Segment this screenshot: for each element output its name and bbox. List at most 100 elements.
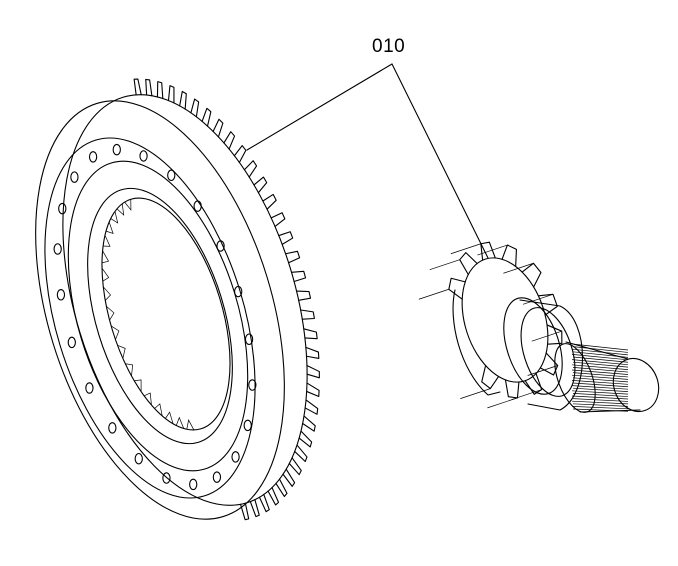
pinion-tooth bbox=[539, 352, 559, 376]
shaft-spline-line bbox=[572, 403, 629, 407]
shaft-spline-line bbox=[571, 354, 629, 361]
bore-spline bbox=[134, 379, 142, 392]
pinion-tooth-flank bbox=[418, 288, 449, 300]
ring-gear-tooth bbox=[179, 90, 187, 110]
shaft-spline-line bbox=[572, 377, 629, 383]
shaft-spline-line bbox=[572, 408, 629, 412]
ring-gear-tooth bbox=[253, 176, 268, 194]
bolt-hole bbox=[88, 151, 98, 163]
pinion-head-side bbox=[452, 289, 501, 396]
ring-gear-tooth bbox=[275, 478, 288, 498]
shaft-spline-line bbox=[571, 400, 629, 405]
shaft-spline-line bbox=[571, 380, 629, 385]
pinion-collar bbox=[519, 299, 584, 411]
ring-gear-tooth bbox=[296, 290, 312, 301]
bolt-hole bbox=[112, 143, 121, 156]
ring-gear-outer-rim bbox=[35, 100, 285, 520]
shaft-spline-line bbox=[572, 387, 629, 392]
bore-spline bbox=[101, 250, 110, 264]
bore-spline bbox=[103, 235, 111, 247]
ring-gear-tooth bbox=[306, 364, 320, 379]
ring-gear-tooth bbox=[298, 430, 313, 448]
ring-gear-tooth bbox=[223, 131, 236, 150]
pinion-tooth-flank bbox=[503, 262, 534, 274]
shaft-spline-line bbox=[571, 369, 629, 375]
bore-spline bbox=[165, 411, 174, 424]
bolt-hole bbox=[216, 240, 225, 252]
bolt-hole bbox=[139, 150, 148, 162]
bore-spline bbox=[103, 286, 111, 301]
pinion-tooth bbox=[448, 277, 466, 300]
ring-gear-bolt-holes bbox=[53, 143, 257, 491]
pinion-tooth-flank bbox=[450, 243, 481, 255]
ring-gear bbox=[35, 78, 320, 521]
bolt-hole bbox=[244, 333, 254, 345]
shaft-spline-line bbox=[571, 406, 629, 410]
ring-gear-tooth bbox=[303, 328, 318, 340]
ring-gear-tooth bbox=[267, 487, 280, 506]
ring-gear-tooth bbox=[156, 81, 164, 100]
pinion-tooth-flank bbox=[531, 330, 562, 342]
shaft-spline-line bbox=[572, 382, 629, 388]
bore-spline bbox=[154, 403, 163, 416]
bore-spline bbox=[116, 203, 125, 216]
ring-gear-tooth bbox=[305, 346, 320, 360]
bolt-hole bbox=[162, 472, 171, 484]
shaft-spline-line bbox=[571, 364, 629, 370]
ring-gear-tooth bbox=[262, 193, 277, 210]
bore-spline bbox=[175, 416, 185, 429]
ring-gear-tooth bbox=[212, 118, 224, 138]
bolt-hole bbox=[67, 336, 76, 349]
ring-gear-tooth bbox=[304, 399, 319, 415]
bolt-hole bbox=[108, 422, 117, 434]
pinion-tooth-flank bbox=[429, 259, 460, 271]
bolt-hole bbox=[212, 471, 222, 483]
bolt-hole bbox=[134, 452, 143, 465]
pinion-teeth bbox=[418, 241, 563, 409]
ring-gear-bore-inner bbox=[101, 197, 231, 431]
pinion-tooth bbox=[459, 252, 478, 276]
ring-gear-tooth bbox=[294, 444, 308, 463]
leader-lines bbox=[246, 63, 489, 259]
bolt-hole bbox=[193, 200, 202, 212]
ring-gear-tooth bbox=[306, 382, 320, 398]
ring-gear-tooth bbox=[290, 270, 307, 283]
pinion-tooth-flank bbox=[527, 365, 558, 376]
bore-spline bbox=[110, 325, 120, 340]
shaft-spline-line bbox=[572, 398, 629, 402]
pinion-tooth-flank bbox=[487, 397, 518, 409]
bolt-hole bbox=[167, 169, 176, 182]
pinion-tooth bbox=[504, 379, 520, 399]
pinion-step-face bbox=[520, 307, 576, 397]
ring-gear-tooth bbox=[302, 415, 316, 432]
bore-spline bbox=[110, 211, 119, 224]
bore-spline bbox=[143, 392, 152, 406]
ring-gear-tooth bbox=[282, 468, 296, 487]
shaft-spline-line bbox=[571, 385, 629, 390]
ring-gear-mount-ring bbox=[67, 160, 249, 472]
pinion-tooth-flank bbox=[477, 244, 508, 256]
bolt-hole bbox=[85, 382, 94, 394]
pinion-tooth bbox=[524, 373, 543, 395]
bolt-hole bbox=[70, 171, 79, 183]
shaft-spline-line bbox=[571, 390, 629, 395]
shaft-spline-line bbox=[572, 393, 629, 397]
bolt-hole bbox=[243, 419, 252, 432]
ring-gear-bore-outer bbox=[87, 187, 233, 445]
leader-line-pinion bbox=[391, 63, 489, 259]
bore-spline bbox=[117, 344, 126, 359]
bore-spline bbox=[106, 306, 115, 321]
ring-gear-tooth bbox=[243, 160, 258, 178]
ring-gear-tooth bbox=[285, 250, 301, 264]
ring-gear-tooth bbox=[239, 502, 250, 521]
ring-gear-tooth bbox=[270, 212, 286, 228]
bore-spline bbox=[125, 363, 134, 376]
ring-gear-face-ring bbox=[44, 137, 256, 499]
shaft-spline-line bbox=[571, 395, 629, 400]
ring-gear-tooth bbox=[145, 78, 153, 97]
pinion-tooth-flank bbox=[522, 293, 554, 305]
ring-gear-tooth bbox=[288, 457, 302, 476]
shaft-spline-line bbox=[572, 356, 629, 363]
bolt-hole bbox=[189, 478, 198, 491]
